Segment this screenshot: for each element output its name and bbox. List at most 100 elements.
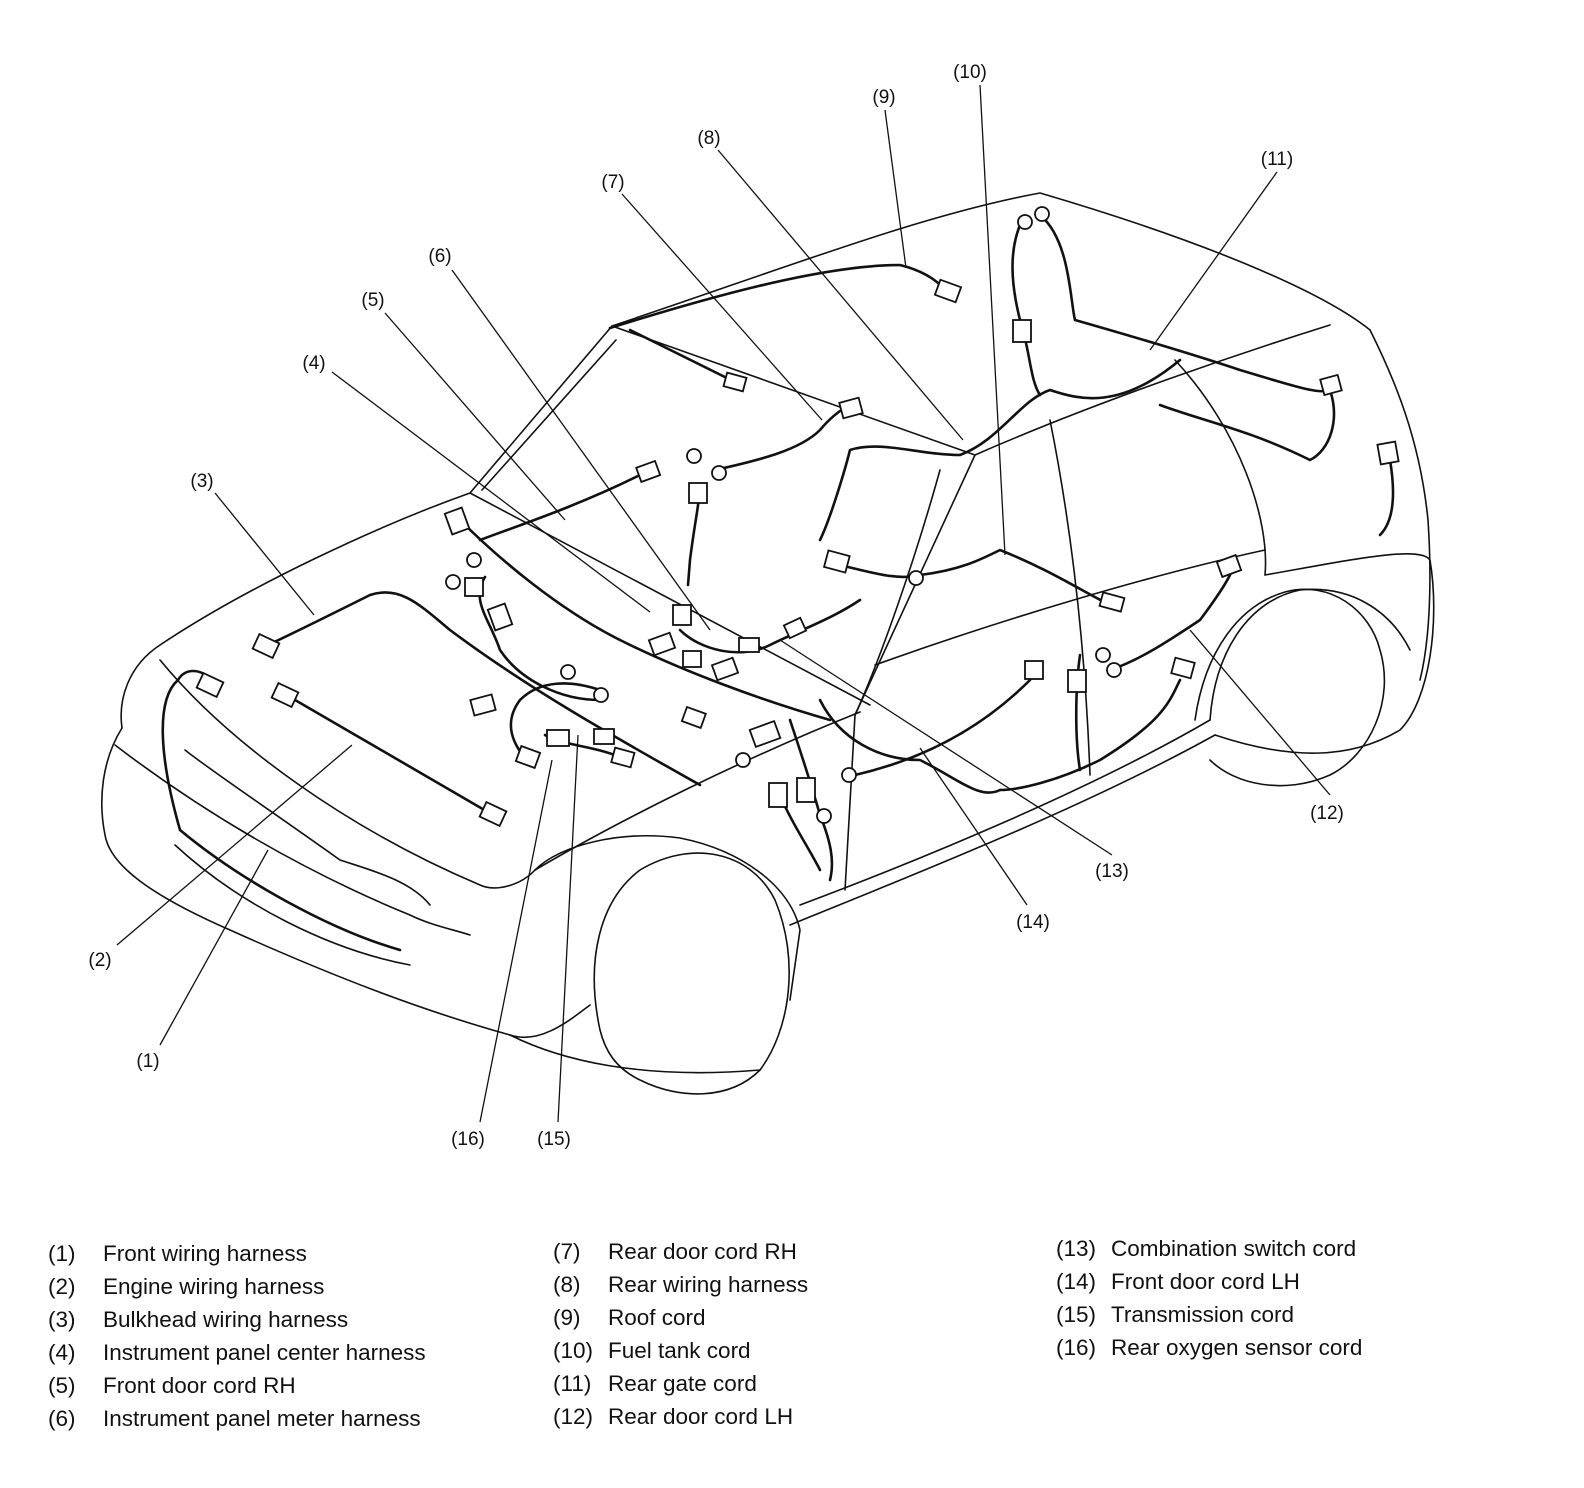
c-pillar [1049,419,1091,776]
legend-number: (9) [553,1305,581,1330]
window-sill [874,549,1266,666]
grommet [816,808,832,824]
connector [1376,440,1400,466]
leader-lines [116,84,1331,1123]
legend-number: (2) [48,1274,76,1299]
legend-number: (15) [1056,1302,1097,1327]
connector [546,729,570,747]
callout-5: (5) [361,290,384,311]
roof-rear-line [974,324,1331,456]
callout-3: (3) [190,471,213,492]
rear-door-rh-upper [713,403,852,472]
leader-line-6 [451,269,711,631]
connector [478,800,508,828]
legend-label: Rear oxygen sensor cord [1111,1335,1363,1360]
bulkhead-harness-line [266,591,702,787]
grommet [445,574,461,590]
leader-line-7 [621,193,823,421]
legend-label: Bulkhead wiring harness [103,1307,349,1332]
callout-4: (4) [302,353,325,374]
vehicle-outline [101,192,1435,1095]
callout-10: (10) [953,62,987,83]
legend-label: Instrument panel meter harness [103,1406,421,1431]
callout-8: (8) [697,128,720,149]
connector [738,637,760,653]
headlight [184,749,431,906]
connectors [195,278,1400,828]
leader-line-14 [919,747,1028,906]
legend-number: (14) [1056,1269,1097,1294]
leader-line-1 [159,849,269,1046]
roof-outline [611,192,1371,331]
connector [635,459,662,484]
legend-label: Front door cord LH [1111,1269,1300,1294]
grommets [445,206,1122,824]
connector [748,719,782,749]
leader-line-15 [557,734,579,1123]
leader-line-3 [214,492,315,616]
connector [1319,373,1343,397]
front-bumper [101,727,591,1038]
rear-door-lh-line [1108,573,1232,672]
connector [195,671,225,699]
grommet [841,767,857,783]
windshield-inner [481,339,617,491]
grommet [1034,206,1050,222]
front-wheel [593,852,790,1095]
d-pillar [1174,359,1267,576]
grommet [686,448,702,464]
connector [1012,319,1032,343]
connector [796,777,816,803]
harness-routing [161,213,1395,952]
leader-line-8 [717,149,964,441]
legend-number: (1) [48,1241,76,1266]
rear-fender-arch [1209,588,1411,721]
connector [782,616,808,640]
connector [838,396,864,420]
callout-2: (2) [88,950,111,971]
fender-line [534,711,861,871]
connector [1067,669,1087,693]
callout-labels: (1) (2) (3) (4) (5) (6) (7) (8) (9) (10)… [88,62,1344,1150]
b-pillar-cord-line [1074,653,1082,772]
rear-wheel [1194,588,1386,787]
connector [722,371,748,393]
legend-label: Rear wiring harness [608,1272,809,1297]
legend-number: (4) [48,1340,76,1365]
connector [1098,591,1126,613]
legend-number: (3) [48,1307,76,1332]
leader-line-13 [779,639,1113,856]
grommet [735,752,751,768]
grommet [908,570,924,586]
roof-front-line [628,328,737,384]
lower-grille [174,844,411,966]
callout-14: (14) [1016,912,1050,933]
connector [1170,656,1196,680]
connector [672,604,692,626]
connector [682,650,702,668]
grommet [593,687,609,703]
connector [593,728,615,745]
engine-harness-line [281,691,495,817]
connector [710,656,740,682]
front-door-lh-line [853,678,1032,777]
rear-gate-cord-lower [1378,458,1395,537]
callout-1: (1) [136,1051,159,1072]
rocker [799,719,1211,906]
grommet [560,664,576,680]
rear-o2-cord-line [509,682,602,760]
callout-13: (13) [1095,861,1129,882]
connector [469,693,497,717]
leader-line-12 [1189,629,1331,796]
legend-label: Rear gate cord [608,1371,757,1396]
front-door-lh-lower [818,698,1002,794]
rear-gate-cord-line [1158,388,1336,462]
connector [464,577,484,597]
body-lower [509,1034,761,1074]
connector [610,746,636,769]
callout-9: (9) [872,87,895,108]
legend-label: Instrument panel center harness [103,1340,426,1365]
cowl-line [469,492,871,706]
rear-door-lh-lower [998,678,1182,792]
front-wiring-harness-line [161,678,402,952]
